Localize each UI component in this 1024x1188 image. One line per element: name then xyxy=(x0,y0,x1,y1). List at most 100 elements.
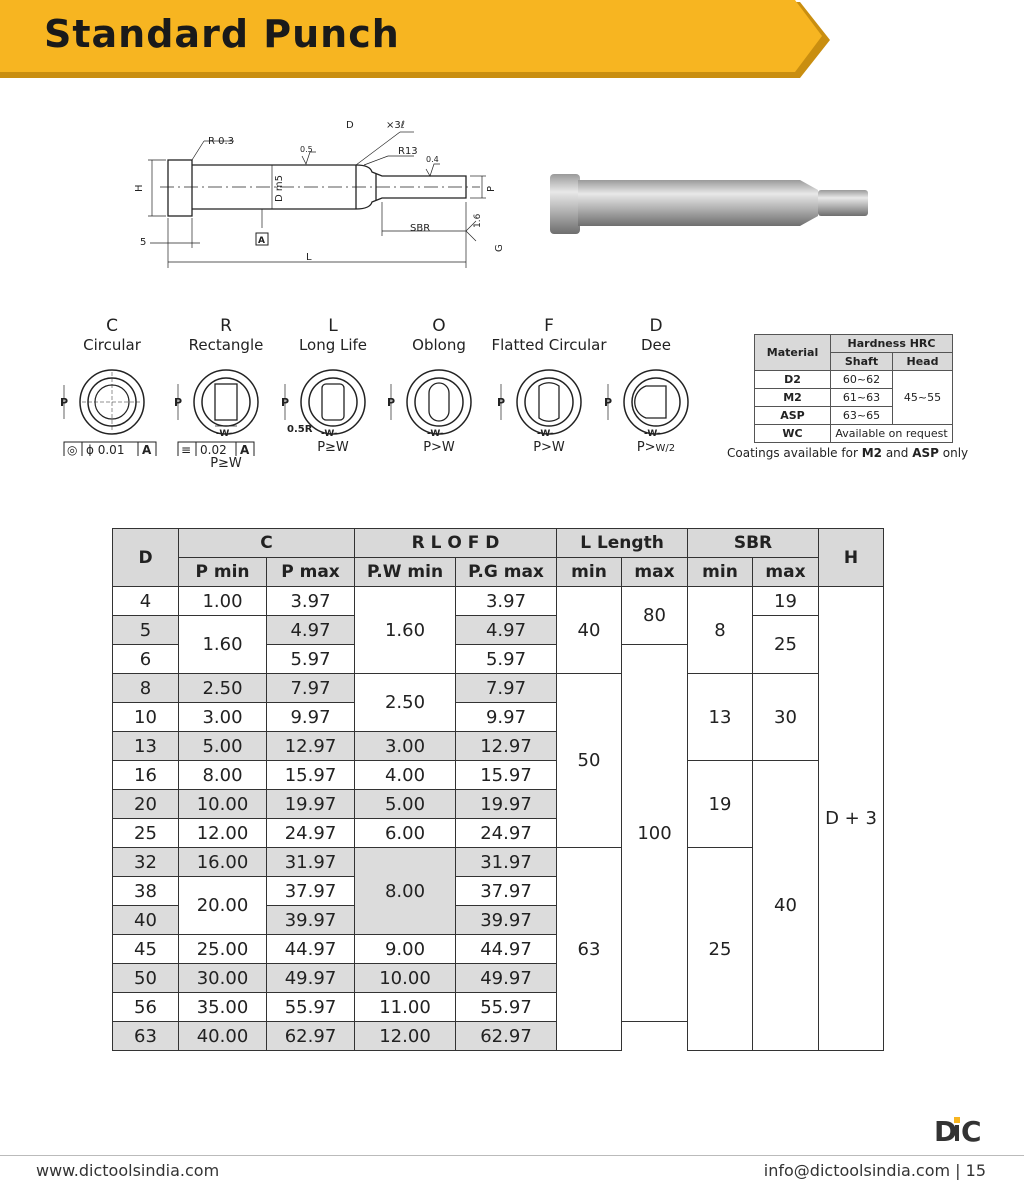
symmetry-ref: A xyxy=(240,443,250,456)
svg-text:-W-: -W- xyxy=(321,429,338,439)
pgmax-cell: 5.97 xyxy=(455,644,557,674)
d-cell: 5 xyxy=(112,615,179,645)
col-d: D xyxy=(112,528,179,587)
profile-l: L Long Life P 0.5R -W- P≥W xyxy=(273,316,393,455)
pmax-cell: 12.97 xyxy=(266,731,355,761)
hardness-table: Material Hardness HRC Shaft Head D2 60~6… xyxy=(754,334,953,443)
dim-dm5: D m5 xyxy=(274,175,285,202)
pwmin-cell: 10.00 xyxy=(354,963,456,993)
table-row: 50 30.00 49.97 10.00 49.97 xyxy=(112,963,884,993)
header-banner: Standard Punch xyxy=(0,0,1024,80)
d-cell: 40 xyxy=(112,905,179,935)
svg-text:P: P xyxy=(174,396,182,409)
pgmax-cell: 12.97 xyxy=(455,731,557,761)
pmin-cell: 40.00 xyxy=(178,1021,267,1051)
pgmax-cell: 19.97 xyxy=(455,789,557,819)
table-row: 16 8.00 15.97 4.00 15.97 19 40 xyxy=(112,760,884,1051)
pwmin-cell: 5.00 xyxy=(354,789,456,819)
profile-code: F xyxy=(544,316,554,336)
profile-r: R Rectangle P -W- ≡ 0.02 A P≥W xyxy=(166,316,286,471)
table-row: 6 5.97 5.97 100 xyxy=(112,644,884,1022)
dim-5: 5 xyxy=(140,237,146,248)
pmin-cell: 1.00 xyxy=(178,586,267,616)
pwmin-cell: 2.50 xyxy=(354,673,456,732)
oblong-profile-icon: P -W- xyxy=(387,369,472,439)
d-cell: 56 xyxy=(112,992,179,1022)
d-cell: 13 xyxy=(112,731,179,761)
profile-name: Circular xyxy=(83,336,141,354)
hardness-header: Hardness HRC xyxy=(830,334,953,353)
profile-rule: P>W xyxy=(423,440,455,455)
profile-name: Rectangle xyxy=(188,336,264,354)
pmax-cell: 39.97 xyxy=(266,905,355,935)
svg-text:-W-: -W- xyxy=(427,429,444,439)
website-link[interactable]: www.dictoolsindia.com xyxy=(36,1161,220,1180)
pmin-cell: 10.00 xyxy=(178,789,267,819)
d-cell: 20 xyxy=(112,789,179,819)
sbrmin-cell: 25 xyxy=(687,847,753,1051)
svg-text:P: P xyxy=(60,396,68,409)
material-cell: M2 xyxy=(754,388,831,407)
pmax-cell: 31.97 xyxy=(266,847,355,877)
pmin-cell: 1.60 xyxy=(178,615,267,674)
svg-text:D: D xyxy=(934,1115,957,1147)
profile-code: D xyxy=(649,316,663,336)
symmetry-value: 0.02 xyxy=(200,443,227,456)
table-row: 8 2.50 7.97 2.50 7.97 50 13 30 xyxy=(112,673,884,848)
pgmax-cell: 44.97 xyxy=(455,934,557,964)
d-cell: 8 xyxy=(112,673,179,703)
profile-o: O Oblong P -W- P>W xyxy=(379,316,499,455)
note-asp: ASP xyxy=(912,446,939,460)
note-text: and xyxy=(882,446,913,460)
material-cell: D2 xyxy=(754,370,831,389)
dic-logo: D C xyxy=(934,1115,982,1147)
circular-profile-icon: P ◎ ϕ 0.01 A xyxy=(60,369,157,456)
pgmax-cell: 31.97 xyxy=(455,847,557,877)
shaft-header: Shaft xyxy=(830,352,893,371)
material-cell: ASP xyxy=(754,406,831,425)
table-row: 38 20.00 37.97 37.97 xyxy=(112,876,884,935)
profile-rule: P>W xyxy=(533,440,565,455)
shaft-cell: 60~62 xyxy=(830,370,893,389)
profile-code: C xyxy=(106,316,118,336)
pmax-cell: 5.97 xyxy=(266,644,355,674)
col-sbrmax: max xyxy=(752,557,819,587)
pgmax-cell: 7.97 xyxy=(455,673,557,703)
dim-g: G xyxy=(494,244,505,252)
pmax-cell: 9.97 xyxy=(266,702,355,732)
pwmin-cell: 8.00 xyxy=(354,847,456,935)
sbrmin-cell: 19 xyxy=(687,760,753,848)
h-cell: D + 3 xyxy=(818,586,884,1051)
profile-c: C Circular P ◎ ϕ 0.01 A xyxy=(52,316,172,456)
col-pmin: P min xyxy=(178,557,267,587)
svg-text:P: P xyxy=(497,396,505,409)
email-link[interactable]: info@dictoolsindia.com | 15 xyxy=(763,1161,986,1180)
table-row: 4 1.00 3.97 1.60 3.97 40 80 8 19 D + 3 xyxy=(112,586,884,1051)
lmin-cell: 50 xyxy=(556,673,622,848)
shaft-cell: Available on request xyxy=(830,424,953,443)
pmax-cell: 62.97 xyxy=(266,1021,355,1051)
pgmax-cell: 24.97 xyxy=(455,818,557,848)
pgmax-cell: 37.97 xyxy=(455,876,557,906)
pgmax-cell: 55.97 xyxy=(455,992,557,1022)
pgmax-cell: 62.97 xyxy=(455,1021,557,1051)
profile-rule-text: P> xyxy=(636,440,656,455)
punch-technical-drawing: R 0.3 D ×3ℓ 0.5 R13 0.4 H D m5 P 5 A SBR… xyxy=(134,120,505,268)
concentricity-value: ϕ 0.01 xyxy=(86,443,124,456)
pmax-cell: 7.97 xyxy=(266,673,355,703)
d-cell: 38 xyxy=(112,876,179,906)
table-row: 56 35.00 55.97 11.00 55.97 xyxy=(112,992,884,1022)
pgmax-cell: 15.97 xyxy=(455,760,557,790)
shaft-cell: 61~63 xyxy=(830,388,893,407)
pmin-cell: 12.00 xyxy=(178,818,267,848)
pwmin-cell: 12.00 xyxy=(354,1021,456,1051)
profile-name: Dee xyxy=(640,336,671,354)
pgmax-cell: 3.97 xyxy=(455,586,557,616)
table-row: 32 16.00 31.97 8.00 31.97 63 25 xyxy=(112,847,884,1051)
pmin-cell: 20.00 xyxy=(178,876,267,935)
pwmin-cell: 6.00 xyxy=(354,818,456,848)
svg-text:-W-: -W- xyxy=(537,429,554,439)
shaft-cell: 63~65 xyxy=(830,406,893,425)
svg-text:P: P xyxy=(604,396,612,409)
col-h: H xyxy=(818,528,884,587)
